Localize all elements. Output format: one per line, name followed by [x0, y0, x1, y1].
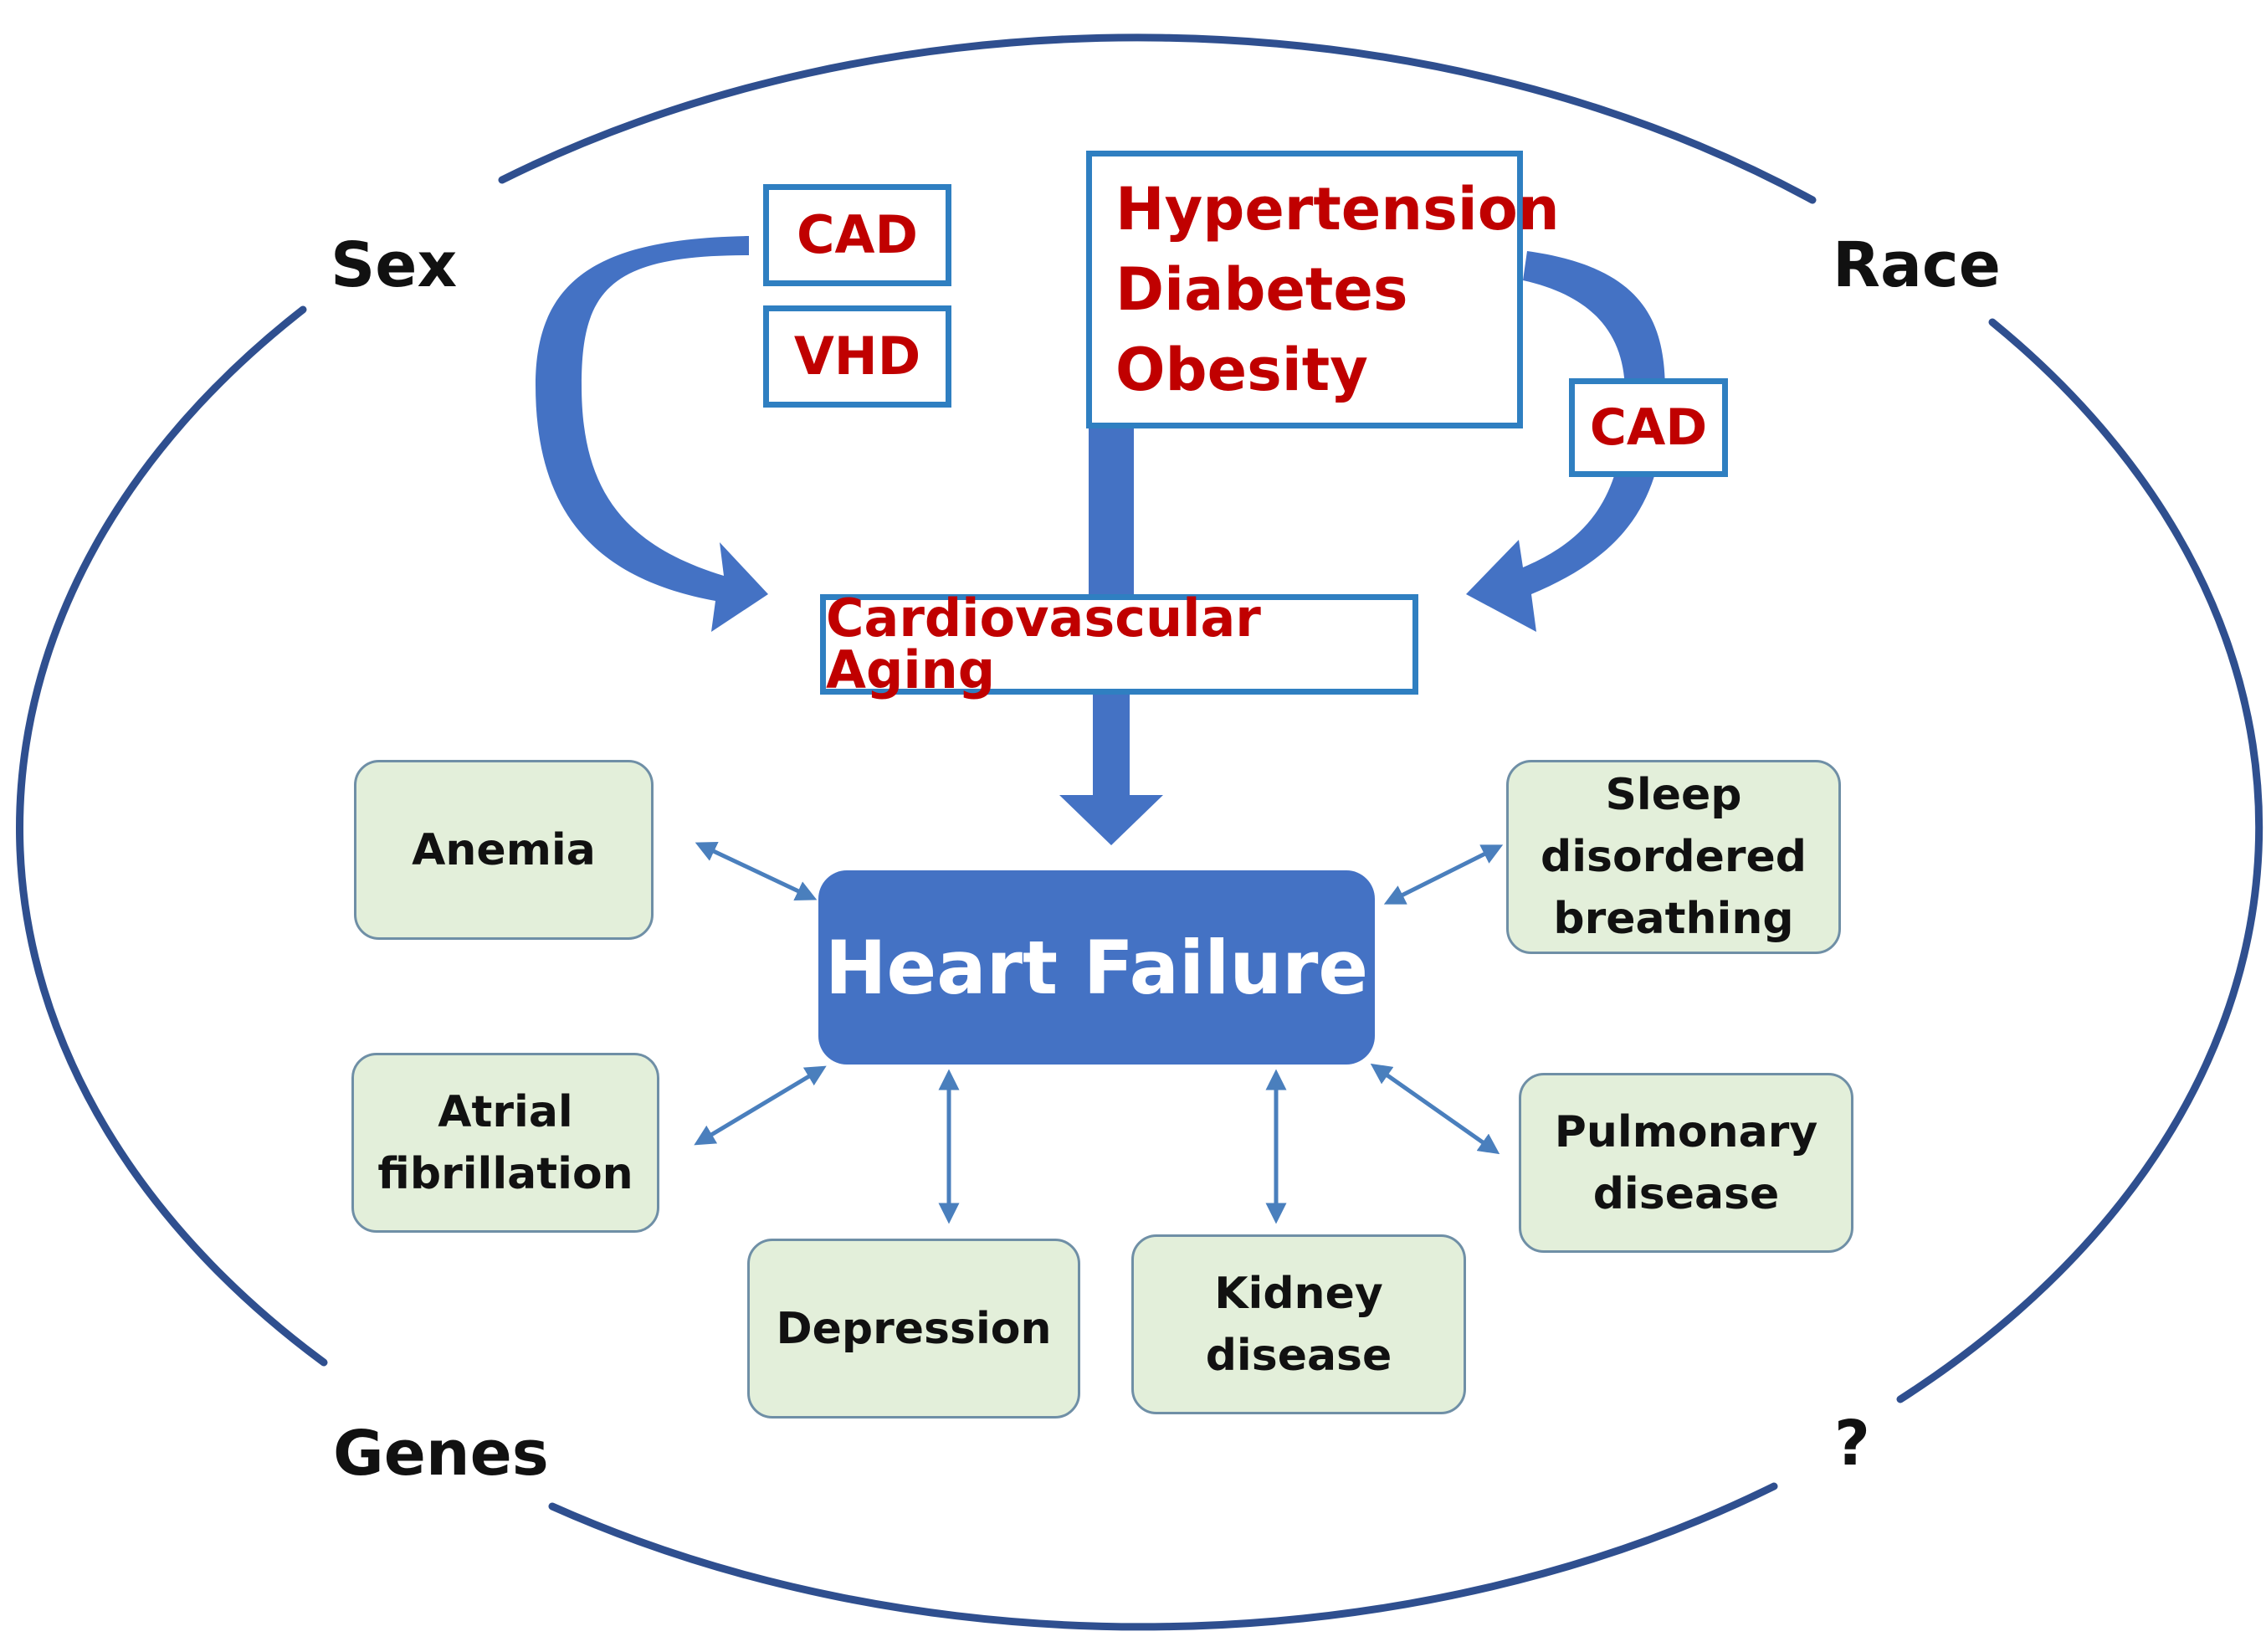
aging-to-hf-arrow: [1059, 688, 1163, 845]
link-afib: [694, 1065, 827, 1146]
link-anemia: [695, 842, 818, 900]
sleep-disordered-breathing-box: Sleep disordered breathing: [1506, 760, 1841, 954]
kidney-disease-box: Kidney disease: [1131, 1234, 1466, 1414]
vhd-box: VHD: [763, 305, 951, 408]
cad-box-left: CAD: [763, 184, 951, 286]
depression-box: Depression: [747, 1239, 1080, 1419]
outline-arc-left: [16, 305, 328, 1367]
factor-diabetes: Diabetes: [1115, 255, 1408, 324]
factor-obesity: Obesity: [1115, 336, 1368, 404]
risk-factors-box: Hypertension Diabetes Obesity: [1086, 151, 1560, 428]
left-curved-arrow: [536, 236, 768, 632]
right-curved-arrow: [1466, 251, 1665, 632]
atrial-fibrillation-box: Atrial fibrillation: [351, 1053, 659, 1233]
link-pulmonary: [1370, 1063, 1500, 1155]
label-sex: Sex: [331, 229, 458, 301]
heart-failure-box: Heart Failure: [818, 870, 1375, 1065]
outline-arc-right: [1896, 318, 2263, 1403]
label-genes: Genes: [333, 1418, 549, 1490]
label-race: Race: [1833, 229, 2001, 301]
outline-arc-bottom: [548, 1482, 1778, 1631]
anemia-box: Anemia: [354, 760, 654, 940]
cardiovascular-aging-box: Cardiovascular Aging: [820, 593, 1418, 696]
cad-box-right: CAD: [1569, 378, 1728, 477]
link-sleep: [1383, 844, 1504, 905]
pulmonary-disease-box: Pulmonary disease: [1519, 1073, 1853, 1253]
factor-hypertension: Hypertension: [1115, 175, 1560, 244]
factors-to-aging-shaft: [1089, 427, 1134, 594]
label-unknown: ?: [1834, 1408, 1870, 1480]
outline-arc-top: [498, 33, 1817, 204]
